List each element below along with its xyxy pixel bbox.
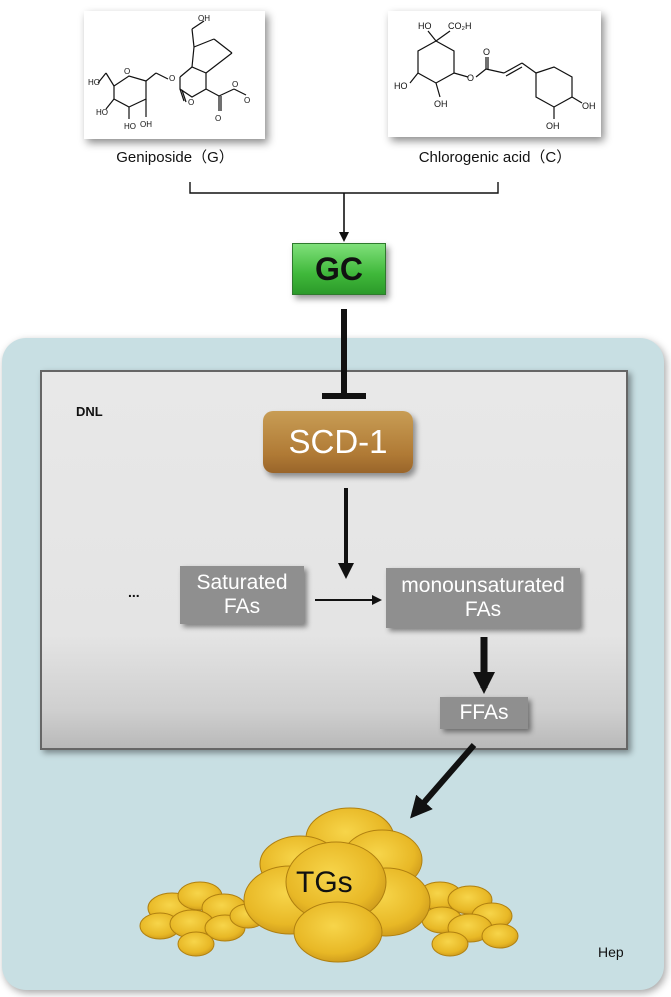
ffas-node: FFAs: [440, 697, 528, 729]
geniposide-atom-o-carbonyl: O: [215, 114, 221, 123]
geniposide-atom-oh-2: OH: [198, 14, 210, 23]
geniposide-atom-o-ring: O: [124, 67, 130, 76]
monounsaturated-fas-line1: monounsaturated: [401, 574, 565, 597]
compounds-bracket: [189, 182, 499, 194]
chlorogenic-acid-label: Chlorogenic acid（C）: [418, 149, 572, 166]
geniposide-atom-o-methyl: O: [244, 96, 250, 105]
lipid-droplets: [139, 807, 519, 963]
saturated-fas-node: Saturated FAs: [180, 566, 304, 624]
saturated-fas-line1: Saturated: [196, 571, 288, 594]
tgs-label: TGs: [296, 866, 353, 899]
monounsaturated-fas-line2: FAs: [464, 598, 502, 621]
geniposide-atom-oh-1: OH: [140, 120, 152, 129]
ellipsis-label: ...: [128, 584, 140, 600]
geniposide-structure: HO O O HO HO OH O O OH O O: [84, 11, 265, 139]
scd1-node: SCD-1: [263, 411, 413, 473]
geniposide-structure-drawing: HO O O HO HO OH O O OH O O: [88, 14, 250, 131]
chlorogenic-atom-o-carbonyl: O: [483, 47, 490, 57]
chlorogenic-atom-ho-2: HO: [394, 81, 408, 91]
chlorogenic-atom-oh-3: OH: [546, 121, 560, 131]
chlorogenic-atom-ho-1: HO: [418, 21, 432, 31]
geniposide-atom-o-ester: O: [232, 80, 238, 89]
geniposide-atom-o-pyran: O: [188, 98, 194, 107]
gc-node: GC: [292, 243, 386, 295]
geniposide-atom-ho-2: HO: [96, 108, 108, 117]
geniposide-label: Geniposide（G）: [116, 149, 234, 166]
chlorogenic-atom-co2h: CO₂H: [448, 21, 472, 31]
chlorogenic-atom-o-ester: O: [467, 73, 474, 83]
geniposide-atom-ho-1: HO: [88, 78, 100, 87]
geniposide-atom-ho-3: HO: [124, 122, 136, 131]
monounsaturated-fas-node: monounsaturated FAs: [386, 568, 580, 628]
hep-label: Hep: [598, 944, 624, 960]
chlorogenic-atom-oh-2: OH: [582, 101, 596, 111]
saturated-fas-line2: FAs: [223, 595, 261, 618]
arrow-ffas-to-tgs: [410, 743, 477, 819]
chlorogenic-structure-drawing: HO CO₂H O O HO OH OH OH: [394, 21, 596, 131]
geniposide-atom-o-link: O: [169, 74, 175, 83]
dnl-label: DNL: [76, 404, 103, 419]
chlorogenic-acid-structure: HO CO₂H O O HO OH OH OH: [388, 11, 601, 137]
chlorogenic-atom-oh-1: OH: [434, 99, 448, 109]
